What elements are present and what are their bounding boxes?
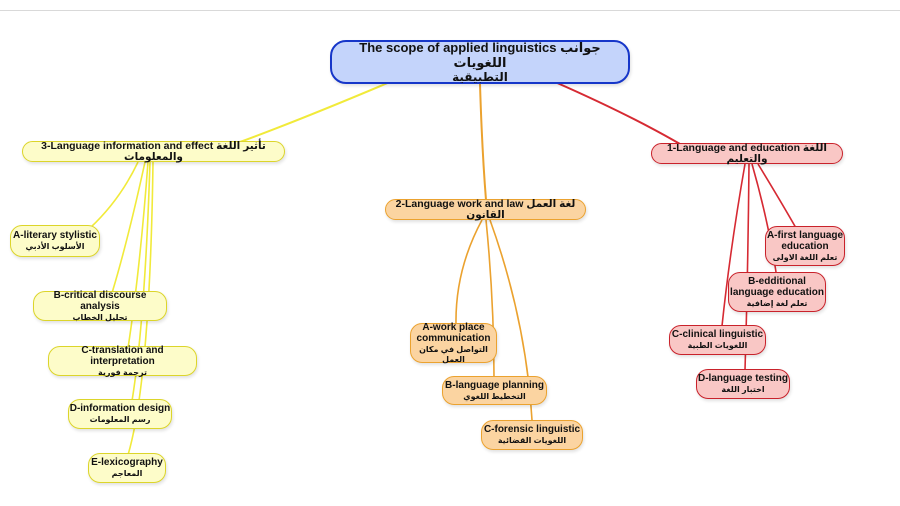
info-a-en: A-literary stylistic xyxy=(13,230,97,241)
edge-info-b xyxy=(111,161,146,294)
edu-child-clinical-linguistic[interactable]: C-clinical linguistic اللغويات الطبية xyxy=(669,325,766,355)
edu-child-additional-language[interactable]: B-edditional language education تعلم لغة… xyxy=(728,272,826,312)
work-b-en: B-language planning xyxy=(445,379,544,391)
edge-root-information xyxy=(239,81,391,143)
info-d-ar: رسم المعلومات xyxy=(89,415,151,424)
edu-child-first-language[interactable]: A-first language education تعلم اللغة ال… xyxy=(765,226,845,266)
edu-b-en2: language education xyxy=(730,286,824,298)
edu-child-language-testing[interactable]: D-language testing اختبار اللغة xyxy=(696,369,790,399)
edu-d-ar: اختبار اللغة xyxy=(721,385,765,394)
info-e-ar: المعاجم xyxy=(111,469,143,478)
info-b-ar: تحليل الخطاب xyxy=(72,312,128,322)
edu-b-en1: B-edditional xyxy=(748,275,806,287)
edge-work-b xyxy=(485,219,495,379)
work-c-ar: اللغويات القضائية xyxy=(497,436,567,445)
edge-root-education xyxy=(554,81,681,145)
info-child-translation[interactable]: C-translation and interpretation ترجمة ف… xyxy=(48,344,197,377)
info-e-en: E-lexicography xyxy=(91,457,163,468)
info-b-en: B-critical discourse analysis xyxy=(53,289,147,312)
work-c-en: C-forensic linguistic xyxy=(483,424,581,435)
top-divider xyxy=(0,10,900,11)
branch-education[interactable]: 1-Language and education اللغة والتعليم xyxy=(651,141,843,165)
work-b-ar: التخطيط اللغوي xyxy=(463,391,526,401)
info-c-ar: ترجمة فورية xyxy=(98,367,147,377)
work-child-forensic-linguistic[interactable]: C-forensic linguistic اللغويات القضائية xyxy=(481,420,583,450)
branch-education-label: 1-Language and education اللغة والتعليم xyxy=(666,141,828,165)
info-child-lexicography[interactable]: E-lexicography المعاجم xyxy=(88,453,166,483)
edge-edu-a xyxy=(757,163,797,229)
edu-a-en2: education xyxy=(781,240,829,252)
edu-b-ar: تعلم لغة إضافية xyxy=(746,298,808,308)
root-node[interactable]: The scope of applied linguistics جوانب ا… xyxy=(330,40,630,84)
edge-info-c xyxy=(127,161,149,349)
root-subtitle: التطبيقية xyxy=(452,70,508,84)
work-a-en2: communication xyxy=(416,332,491,344)
edge-edu-c xyxy=(721,163,746,327)
edu-c-ar: اللغويات الطبية xyxy=(687,341,748,350)
info-a-ar: الأسلوب الأدبي xyxy=(25,242,85,251)
edge-info-a xyxy=(89,161,139,229)
branch-information-label: 3-Language information and effect تأثير … xyxy=(41,139,266,163)
info-d-en: D-information design xyxy=(69,403,171,414)
edu-c-en: C-clinical linguistic xyxy=(671,329,764,340)
info-child-critical-discourse[interactable]: B-critical discourse analysis تحليل الخط… xyxy=(33,289,167,322)
work-a-ar: التواصل في مكان العمل xyxy=(419,344,488,364)
edge-info-e xyxy=(127,161,154,456)
work-child-language-planning[interactable]: B-language planning التخطيط اللغوي xyxy=(442,376,547,405)
info-child-information-design[interactable]: D-information design رسم المعلومات xyxy=(68,399,172,429)
edu-d-en: D-language testing xyxy=(697,373,788,384)
edge-work-a xyxy=(455,219,483,326)
info-c-en: C-translation and interpretation xyxy=(81,344,164,367)
branch-work[interactable]: 2-Language work and law لغة العمل القانو… xyxy=(385,197,586,221)
branch-information[interactable]: 3-Language information and effect تأثير … xyxy=(22,139,285,163)
info-child-literary-stylistic[interactable]: A-literary stylistic الأسلوب الأدبي xyxy=(10,225,100,257)
edge-root-work xyxy=(479,83,487,201)
edu-a-en1: A-first language xyxy=(766,229,844,241)
work-a-en1: A-work place xyxy=(422,321,485,333)
edu-a-ar: تعلم اللغة الاولى xyxy=(772,252,838,262)
work-child-workplace-communication[interactable]: A-work place communication التواصل في مك… xyxy=(410,321,497,364)
branch-work-label: 2-Language work and law لغة العمل القانو… xyxy=(395,197,576,221)
root-title: The scope of applied linguistics جوانب ا… xyxy=(359,40,601,70)
